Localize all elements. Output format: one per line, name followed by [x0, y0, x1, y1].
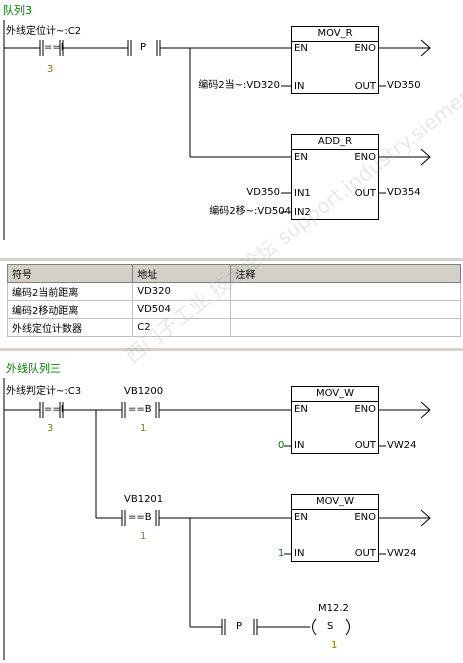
en-pin: EN	[294, 404, 308, 415]
block-name: MOV_W	[315, 388, 355, 399]
in1-pin: IN1	[294, 188, 311, 199]
in-operand: 0	[278, 440, 285, 451]
coil-symbol: M12.2	[318, 603, 349, 614]
comment-cell	[230, 282, 461, 301]
block-divider	[292, 509, 378, 510]
out-operand: VW24	[387, 548, 417, 559]
out-operand: VD350	[387, 80, 421, 91]
mov-w-block[interactable]: MOV_W EN ENO IN OUT	[291, 386, 379, 454]
column-header-symbol: 符号	[6, 264, 134, 283]
out-pin: OUT	[354, 440, 376, 451]
comment-cell	[230, 318, 461, 337]
compare-value: 3	[47, 423, 54, 434]
compare-operator: ==I	[44, 404, 64, 415]
set-coil: S	[327, 621, 334, 632]
table-divider	[0, 258, 463, 261]
in-operand: 1	[278, 548, 285, 559]
in-pin: IN	[294, 548, 305, 559]
symbol-cell: 编码2移动距离	[6, 300, 134, 319]
in2-operand: 编码2移~:VD504	[209, 206, 291, 217]
en-pin: EN	[294, 152, 308, 163]
comment-cell	[230, 300, 461, 319]
table-row[interactable]: 外线定位计数器 C2	[6, 318, 461, 337]
compare-value: 1	[140, 423, 147, 434]
block-name: MOV_W	[315, 496, 355, 507]
compare-value: 1	[140, 531, 147, 542]
eno-pin: ENO	[354, 152, 376, 163]
block-divider	[292, 41, 378, 42]
block-divider	[292, 149, 378, 150]
block-name: MOV_R	[317, 28, 353, 39]
block-name: ADD_R	[317, 136, 353, 147]
in-operand: 编码2当~:VD320	[198, 80, 280, 91]
compare-operator: ==B	[128, 404, 152, 415]
symbol-cell: 编码2当前距离	[6, 282, 134, 301]
eno-pin: ENO	[354, 404, 376, 415]
block-divider	[292, 401, 378, 402]
address-cell: C2	[132, 318, 232, 337]
table-header-row: 符号 地址 注释	[6, 264, 461, 283]
out-pin: OUT	[354, 548, 376, 559]
in2-pin: IN2	[294, 207, 311, 218]
out-pin: OUT	[354, 188, 376, 199]
network-title: 队列3	[3, 4, 32, 17]
mov-r-block[interactable]: MOV_R EN ENO IN OUT	[291, 26, 379, 94]
contact-symbol: 外线定位计~:C2	[6, 26, 82, 37]
out-operand: VD354	[387, 187, 421, 198]
network-divider	[0, 348, 463, 351]
contact-symbol: VB1200	[124, 386, 164, 397]
compare-operator: ==I	[44, 42, 64, 53]
column-header-comment: 注释	[230, 264, 461, 283]
table-row[interactable]: 编码2移动距离 VD504	[6, 300, 461, 319]
column-header-address: 地址	[132, 264, 232, 283]
out-pin: OUT	[354, 81, 376, 92]
positive-edge-contact: P	[236, 621, 243, 632]
in-pin: IN	[294, 81, 305, 92]
compare-value: 3	[47, 64, 54, 75]
in-pin: IN	[294, 440, 305, 451]
network-title: 外线队列三	[6, 362, 61, 375]
out-operand: VW24	[387, 440, 417, 451]
en-pin: EN	[294, 512, 308, 523]
en-pin: EN	[294, 43, 308, 54]
add-r-block[interactable]: ADD_R EN ENO IN1 OUT IN2	[291, 134, 379, 220]
table-row[interactable]: 编码2当前距离 VD320	[6, 282, 461, 301]
positive-edge-contact: P	[140, 42, 147, 53]
eno-pin: ENO	[354, 43, 376, 54]
contact-symbol: 外线判定计~:C3	[6, 386, 82, 397]
coil-value: 1	[331, 640, 338, 651]
contact-symbol: VB1201	[124, 494, 164, 505]
in1-operand: VD350	[246, 187, 280, 198]
symbol-cell: 外线定位计数器	[6, 318, 134, 337]
compare-operator: ==B	[128, 512, 152, 523]
symbol-table: 符号 地址 注释 编码2当前距离 VD320 编码2移动距离 VD504 外线定…	[6, 264, 461, 337]
mov-w-block[interactable]: MOV_W EN ENO IN OUT	[291, 494, 379, 562]
eno-pin: ENO	[354, 512, 376, 523]
